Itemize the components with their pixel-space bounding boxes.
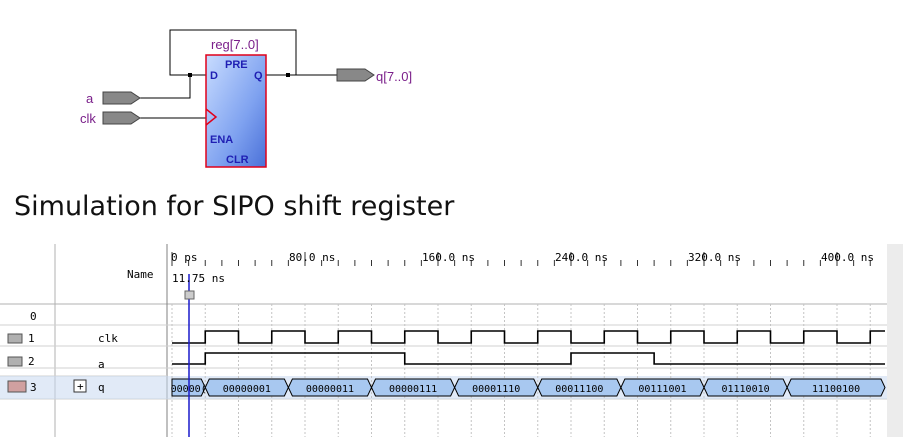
time-ruler: 0 ps 80.0 ns 160.0 ns 240.0 ns 320.0 ns 400.0… bbox=[171, 251, 874, 266]
input-clk-label: clk bbox=[80, 111, 96, 126]
a-input-wire bbox=[140, 75, 191, 99]
bus-value-label: 00000111 bbox=[389, 384, 437, 395]
row-index-label: 2 bbox=[28, 355, 35, 368]
time-tick-label: 320.0 ns bbox=[688, 251, 741, 264]
input-pin-clk[interactable] bbox=[102, 111, 141, 125]
output-q-label: q[7..0] bbox=[376, 69, 412, 84]
output-pin-q[interactable] bbox=[336, 68, 375, 82]
row-index-label: 1 bbox=[28, 332, 35, 345]
signal-name-a: a bbox=[98, 358, 105, 371]
time-tick-label: 80.0 ns bbox=[289, 251, 335, 264]
cursor-time-readout: 11.75 ns bbox=[172, 272, 225, 285]
row-index-label: 3 bbox=[30, 381, 37, 394]
junction-dot bbox=[286, 73, 290, 77]
time-tick-label: 240.0 ns bbox=[555, 251, 608, 264]
register-block[interactable] bbox=[205, 54, 267, 168]
port-d-label: D bbox=[210, 70, 218, 82]
port-clr-label: CLR bbox=[226, 154, 249, 166]
time-tick-label: 160.0 ns bbox=[422, 251, 475, 264]
bus-value-label: 00000001 bbox=[223, 384, 271, 395]
input-pin-icon bbox=[7, 333, 23, 344]
clk-waveform bbox=[172, 330, 885, 344]
waveform-viewer: Name 0 1 clk 2 a 3 + q 0 ps 80.0 ns 160.0 … bbox=[0, 244, 903, 437]
row-a[interactable]: 2 a bbox=[7, 355, 105, 371]
register-name: reg[7..0] bbox=[211, 37, 259, 52]
port-pre-label: PRE bbox=[225, 59, 248, 71]
row-index-0: 0 bbox=[30, 310, 37, 323]
input-a-label: a bbox=[86, 91, 94, 106]
simulation-heading: Simulation for SIPO shift register bbox=[14, 191, 455, 222]
bus-value-label: 00111001 bbox=[638, 384, 686, 395]
signal-name-clk: clk bbox=[98, 332, 118, 345]
row-q[interactable]: 3 + q bbox=[7, 379, 105, 394]
port-q-label: Q bbox=[254, 70, 263, 82]
expand-toggle-button[interactable] bbox=[73, 379, 87, 393]
bus-value-label: 11100100 bbox=[812, 384, 860, 395]
port-ena-label: ENA bbox=[210, 134, 233, 146]
vertical-scrollbar[interactable] bbox=[887, 244, 903, 437]
a-waveform bbox=[172, 352, 885, 365]
bus-value-label: 00011100 bbox=[555, 384, 603, 395]
bus-value-label: 00000011 bbox=[306, 384, 354, 395]
signal-name-q: q bbox=[98, 381, 105, 394]
input-pin-a[interactable] bbox=[102, 91, 141, 105]
row-clk[interactable]: 1 clk bbox=[7, 332, 118, 345]
time-cursor-handle[interactable] bbox=[184, 290, 195, 300]
register-schematic: a clk q[7..0] reg[7..0] PRE D Q ENA CLR bbox=[80, 29, 412, 168]
name-column-header: Name bbox=[127, 268, 154, 281]
input-pin-icon bbox=[7, 356, 23, 367]
time-tick-label: 400.0 ns bbox=[821, 251, 874, 264]
bus-value-label: 00001110 bbox=[472, 384, 520, 395]
bus-segment bbox=[786, 378, 886, 397]
bus-value-label: 01110010 bbox=[721, 384, 769, 395]
output-pin-icon bbox=[7, 380, 27, 393]
time-tick-label: 0 ps bbox=[171, 251, 198, 264]
clock-edge-marker bbox=[205, 108, 218, 126]
expand-toggle-label: + bbox=[77, 380, 84, 393]
